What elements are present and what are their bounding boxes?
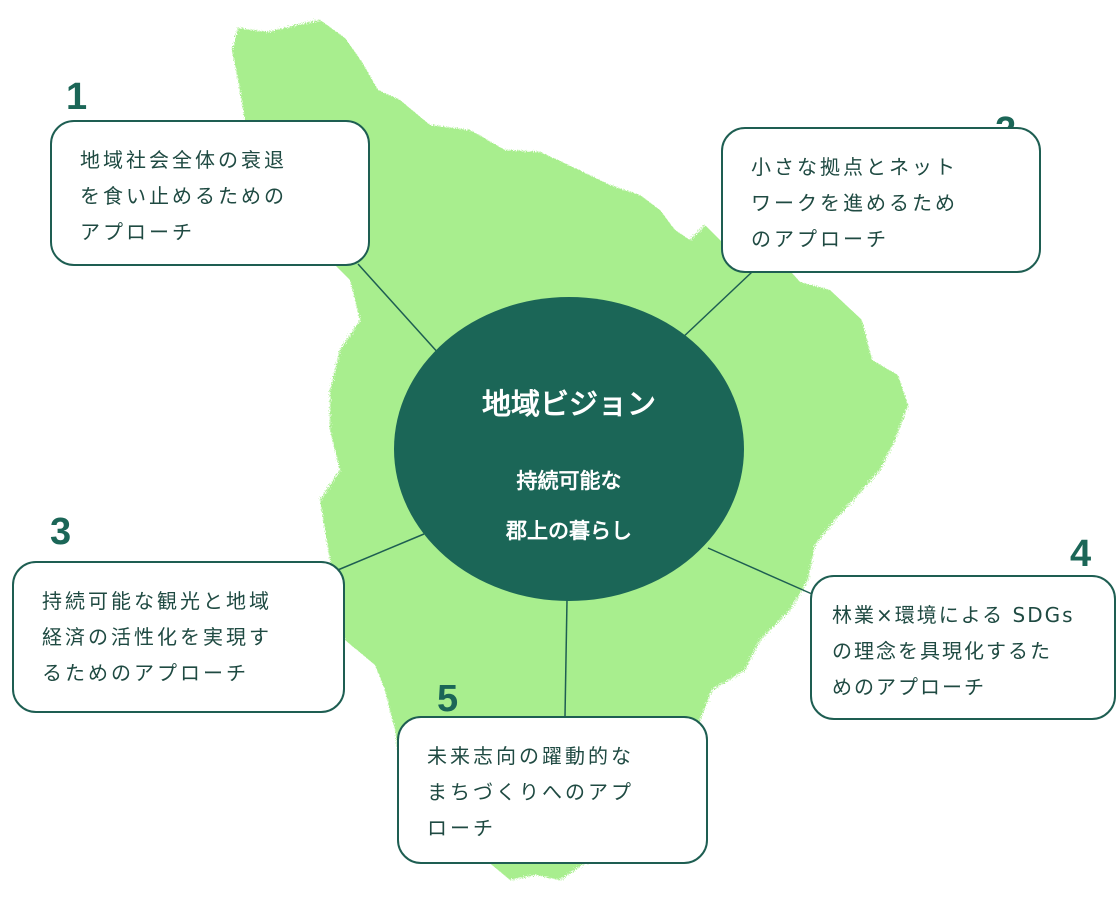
approach-number-3: 3 [50, 511, 72, 553]
approach-number-1: 1 [66, 76, 88, 118]
approach-text-3: 持続可能な観光と地域 経済の活性化を実現す るためのアプローチ [42, 589, 272, 685]
connector-5 [564, 599, 568, 717]
approach-box-4: 林業×環境による SDGs の理念を具現化するた めのアプローチ [810, 575, 1116, 720]
connector-4 [707, 547, 813, 595]
approach-number-4: 4 [1070, 533, 1092, 575]
connector-3 [332, 533, 425, 573]
vision-title: 地域ビジョン [481, 389, 656, 421]
vision-subtitle-line2: 郡上の暮らし [506, 519, 632, 543]
vision-subtitle-line1: 持続可能な [516, 469, 622, 493]
connector-2 [679, 271, 753, 341]
approach-text-2: 小さな拠点とネット ワークを進めるため のアプローチ [751, 155, 958, 251]
approach-box-5: 未来志向の躍動的な まちづくりへのアプ ローチ [397, 716, 708, 864]
approach-text-4: 林業×環境による SDGs の理念を具現化するた めのアプローチ [832, 603, 1075, 699]
approach-text-5: 未来志向の躍動的な まちづくりへのアプ ローチ [427, 744, 634, 840]
connector-lines [332, 263, 813, 717]
connector-1 [357, 263, 441, 356]
approach-number-5: 5 [437, 678, 459, 720]
approach-box-1: 地域社会全体の衰退 を食い止めるための アプローチ [50, 120, 370, 266]
vision-circle: 地域ビジョン 持続可能な 郡上の暮らし [394, 297, 744, 601]
approach-text-1: 地域社会全体の衰退 を食い止めるための アプローチ [80, 148, 287, 244]
approach-box-2: 小さな拠点とネット ワークを進めるため のアプローチ [721, 127, 1041, 273]
approach-box-3: 持続可能な観光と地域 経済の活性化を実現す るためのアプローチ [12, 561, 345, 713]
